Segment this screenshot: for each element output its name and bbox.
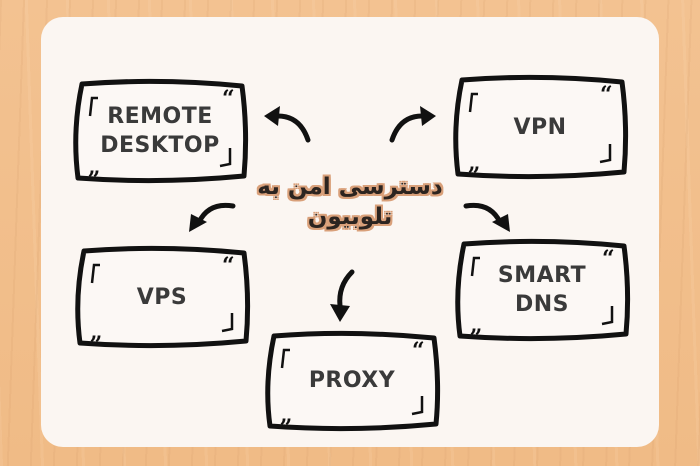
box-label: REMOTE DESKTOP xyxy=(100,104,220,158)
svg-text:“: “ xyxy=(600,82,613,108)
box-vpn: “ „ VPN xyxy=(450,72,630,182)
speech-frame-icon: “ „ xyxy=(453,74,629,180)
box-vps: “ „ VPS xyxy=(72,243,252,351)
speech-frame-icon: “ „ xyxy=(265,330,441,432)
svg-text:“: “ xyxy=(602,246,615,272)
box-smart-dns: “ „ SMART DNS xyxy=(452,236,632,344)
box-proxy: “ „ PROXY xyxy=(262,328,442,433)
diagram-title: دسترسی امن به تلوبیون xyxy=(250,172,450,232)
title-line-1: دسترسی امن به xyxy=(257,174,443,200)
box-label: VPN xyxy=(513,114,567,140)
arrow-to-remote-desktop-icon xyxy=(264,106,311,143)
title-line-2: تلوبیون xyxy=(307,204,393,230)
svg-text:„: „ xyxy=(90,319,103,345)
arrow-to-vpn-icon xyxy=(389,106,436,143)
svg-text:„: „ xyxy=(280,402,293,428)
speech-frame-icon: “ „ xyxy=(75,245,251,349)
box-label: PROXY xyxy=(308,368,396,393)
svg-text:„: „ xyxy=(470,312,483,338)
box-label: VPS xyxy=(136,284,188,310)
svg-text:“: “ xyxy=(412,338,425,364)
svg-text:“: “ xyxy=(222,253,235,279)
svg-text:„: „ xyxy=(468,150,481,176)
arrow-to-vps-icon xyxy=(189,202,236,232)
svg-text:“: “ xyxy=(222,86,235,112)
arrow-to-proxy-icon xyxy=(330,269,355,322)
box-remote-desktop: “ „ REMOTE DESKTOP xyxy=(70,76,250,186)
box-label: SMART DNS xyxy=(497,263,587,317)
speech-frame-icon: “ „ xyxy=(455,238,631,342)
speech-frame-icon: “ „ xyxy=(73,78,249,184)
svg-text:„: „ xyxy=(88,154,101,180)
arrow-to-smart-dns-icon xyxy=(463,202,510,232)
